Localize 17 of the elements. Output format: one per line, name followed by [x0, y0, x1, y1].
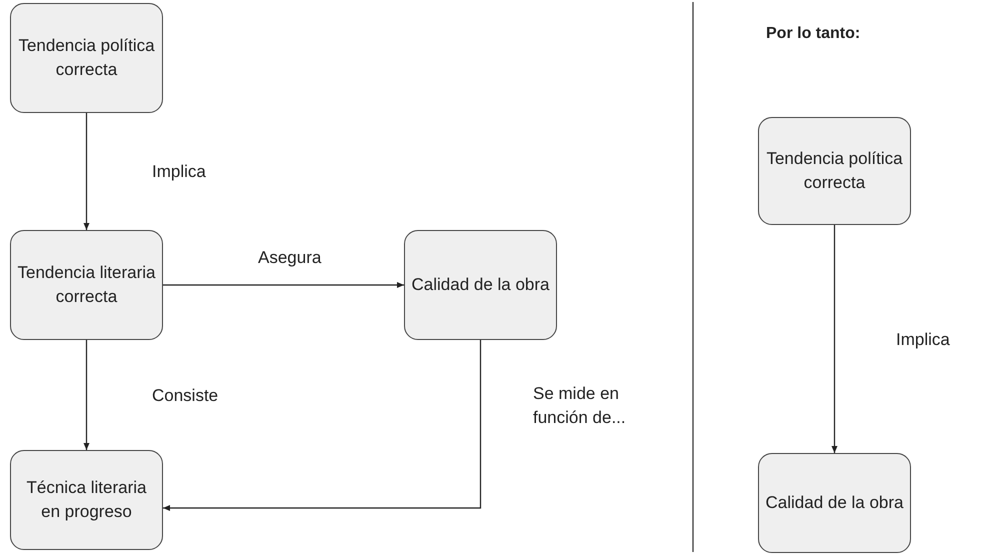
process-box: [758, 117, 911, 225]
arrow: [163, 282, 404, 288]
box-text: Calidad de la obra: [412, 274, 550, 296]
box-text: Tendencia política correcta: [17, 35, 156, 81]
arrow: [832, 225, 838, 453]
box-text: Técnica literaria en progreso: [26, 477, 148, 523]
box-text: Calidad de la obra: [766, 492, 904, 514]
box-text: Tendencia política correcta: [765, 148, 904, 194]
process-box: [758, 453, 911, 553]
arrow: [84, 113, 90, 230]
arrow: [163, 340, 482, 511]
arrow: [84, 340, 90, 450]
process-box: [10, 450, 163, 550]
process-box: [404, 230, 557, 340]
box-text: Tendencia literaria correcta: [17, 262, 156, 308]
process-box: [10, 3, 163, 113]
process-box: [10, 230, 163, 340]
